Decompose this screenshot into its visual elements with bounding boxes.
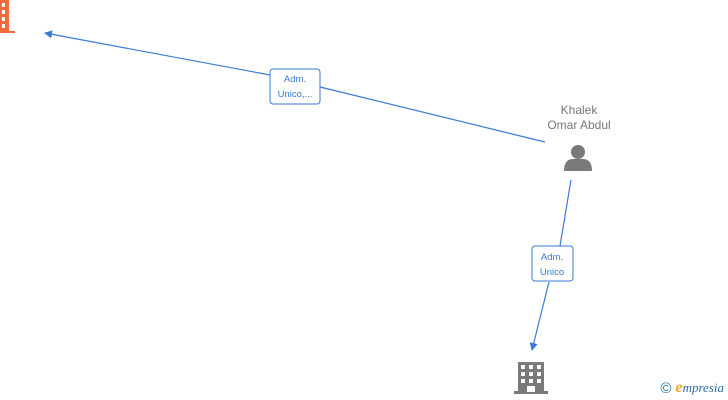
logo-initial: e xyxy=(675,379,683,396)
edge-person-company-1: Adm. Unico,... xyxy=(45,33,546,143)
empresia-logo: empresia xyxy=(675,379,724,397)
logo-rest: mpresia xyxy=(682,380,724,395)
person-node[interactable]: Khalek Omar Abdul xyxy=(547,103,611,171)
edge-label-box-2[interactable] xyxy=(531,245,574,282)
person-name-line-2: Omar Abdul xyxy=(547,118,610,132)
edge-line-2 xyxy=(532,179,572,350)
copyright-symbol: © xyxy=(660,379,672,397)
person-icon xyxy=(564,145,592,171)
edge-label-1-line-1: Adm. xyxy=(284,74,306,85)
edge-label-2-line-2: Unico xyxy=(540,267,564,278)
empresia-watermark: © empresia xyxy=(660,379,724,397)
building-icon xyxy=(514,362,548,394)
edge-line-1 xyxy=(45,33,546,143)
edge-label-1-line-2: Unico,... xyxy=(278,89,313,100)
person-name-line-1: Khalek xyxy=(561,103,599,117)
company-node-1[interactable] xyxy=(0,0,15,33)
edge-person-company-2: Adm. Unico xyxy=(531,179,574,350)
building-icon xyxy=(0,0,15,33)
edge-label-box-1[interactable] xyxy=(269,68,321,105)
company-node-2[interactable] xyxy=(514,362,548,394)
edge-label-2-line-1: Adm. xyxy=(541,252,563,263)
